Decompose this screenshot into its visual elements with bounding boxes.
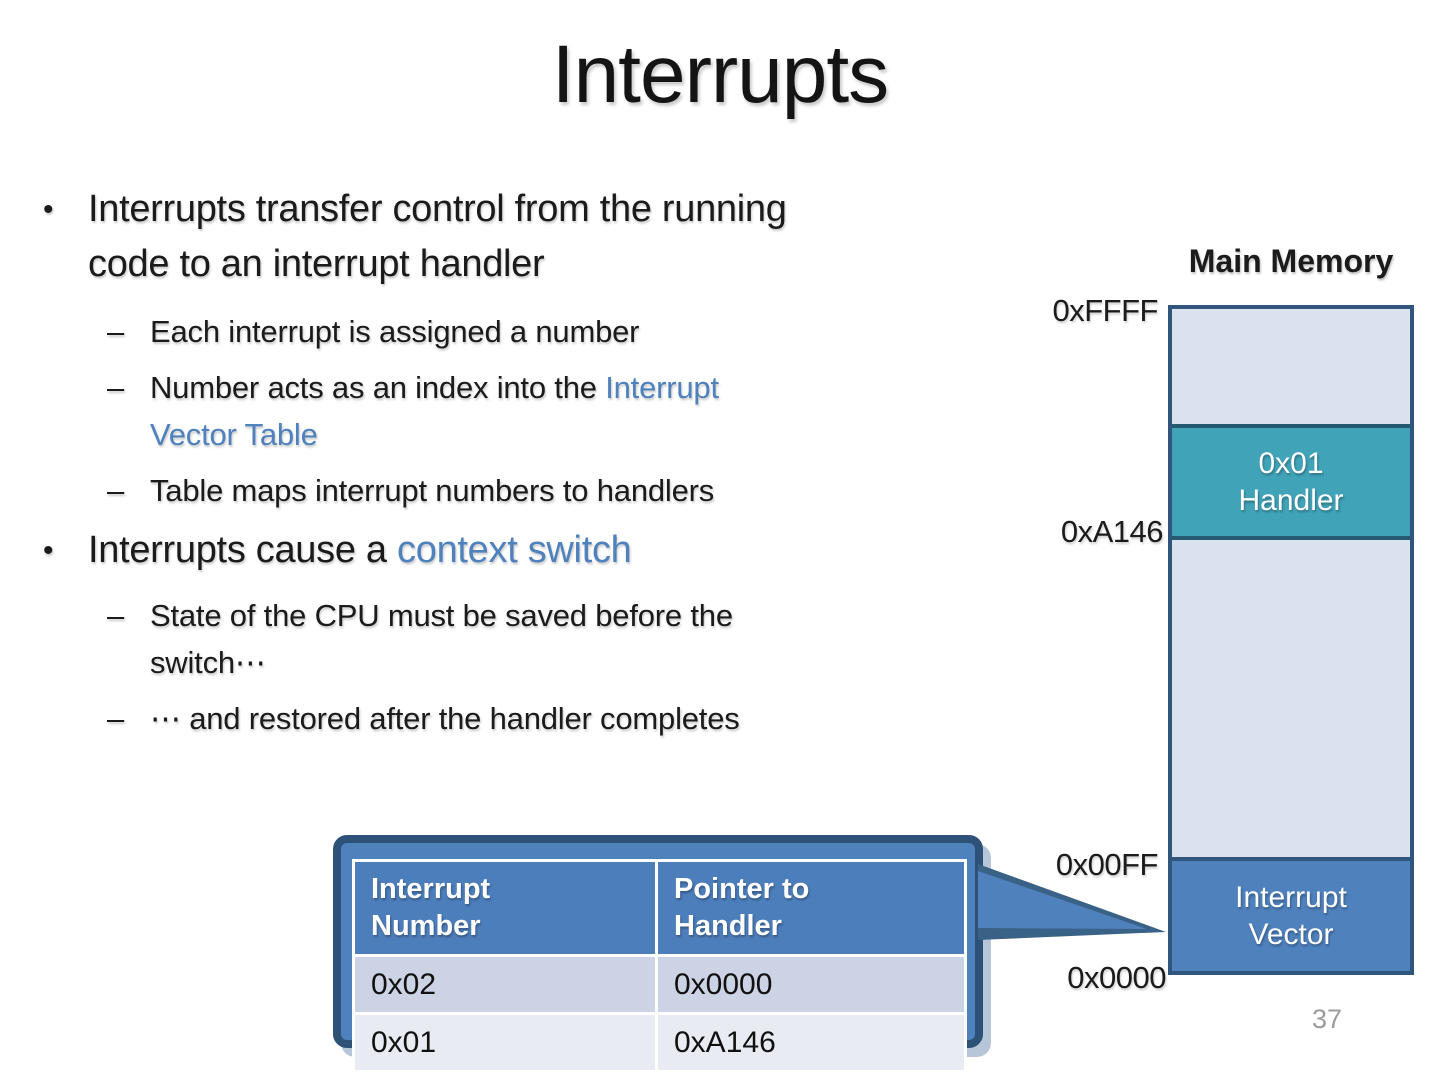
handler-label-line2: Handler xyxy=(1238,484,1344,517)
sub-bullet-item: – Table maps interrupt numbers to handle… xyxy=(43,467,1013,514)
dash-marker: – xyxy=(107,598,125,633)
bullet-line: code to an interrupt handler xyxy=(88,243,545,285)
memory-block-handler: 0x01 Handler xyxy=(1172,424,1410,540)
emphasis-text: context switch xyxy=(397,529,632,571)
sub-bullet-item: – State of the CPU must be saved before … xyxy=(43,592,1013,686)
bullet-line: Each interrupt is assigned a number xyxy=(150,314,640,349)
sub-bullet-item: – Each interrupt is assigned a number xyxy=(43,308,1013,355)
bullet-marker: • xyxy=(43,193,54,226)
link-text: Interrupt xyxy=(605,370,719,405)
table-cell: 0x0000 xyxy=(658,957,964,1012)
link-text: Vector Table xyxy=(150,417,318,452)
table-header-pointer-to-handler: Pointer to Handler xyxy=(658,862,964,954)
sub-bullet-item: – ⋯ and restored after the handler compl… xyxy=(43,695,1013,742)
table-cell: 0x02 xyxy=(355,957,655,1012)
callout-pointer-icon xyxy=(978,864,1166,940)
page-title: Interrupts xyxy=(551,29,889,120)
bullet-item: • Interrupts transfer control from the r… xyxy=(43,182,1013,292)
bullet-line: Interrupts cause a context switch xyxy=(88,529,632,571)
dash-marker: – xyxy=(107,473,125,508)
main-memory-title: Main Memory xyxy=(1188,243,1394,279)
bullet-line: switch⋯ xyxy=(150,645,266,680)
page-number: 37 xyxy=(1312,1004,1343,1034)
table-cell: 0xA146 xyxy=(658,1015,964,1070)
address-label-0xa146: 0xA146 xyxy=(1060,514,1164,549)
bullet-marker: • xyxy=(43,534,54,567)
main-memory-box: 0x01 Handler Interrupt Vector xyxy=(1168,305,1414,975)
handler-label-line1: 0x01 xyxy=(1258,447,1324,480)
table-header-interrupt-number: Interrupt Number xyxy=(355,862,655,954)
bullet-line: Interrupts transfer control from the run… xyxy=(88,188,787,230)
table-cell: 0x01 xyxy=(355,1015,655,1070)
dash-marker: – xyxy=(107,370,125,405)
bullet-line: Number acts as an index into the Interru… xyxy=(150,370,719,405)
bullet-item: • Interrupts cause a context switch xyxy=(43,523,1013,578)
memory-block-interrupt-vector: Interrupt Vector xyxy=(1172,857,1410,971)
address-label-0x00ff: 0x00FF xyxy=(1055,847,1159,882)
sub-bullet-item: – Number acts as an index into the Inter… xyxy=(43,364,1013,458)
dash-marker: – xyxy=(107,314,125,349)
vector-label-line1: Interrupt xyxy=(1235,881,1347,914)
bullet-line: State of the CPU must be saved before th… xyxy=(150,598,733,633)
bullet-line: Table maps interrupt numbers to handlers xyxy=(150,473,715,508)
bullet-list: • Interrupts transfer control from the r… xyxy=(43,182,1013,751)
bullet-line: Vector Table xyxy=(150,411,1013,458)
dash-marker: – xyxy=(107,701,125,736)
interrupt-vector-table: Interrupt Number Pointer to Handler 0x02… xyxy=(352,859,967,1073)
address-label-0xffff: 0xFFFF xyxy=(1052,293,1159,328)
vector-label-line2: Vector xyxy=(1248,918,1334,951)
address-label-0x0000: 0x0000 xyxy=(1067,960,1166,995)
bullet-line: ⋯ and restored after the handler complet… xyxy=(150,701,740,736)
